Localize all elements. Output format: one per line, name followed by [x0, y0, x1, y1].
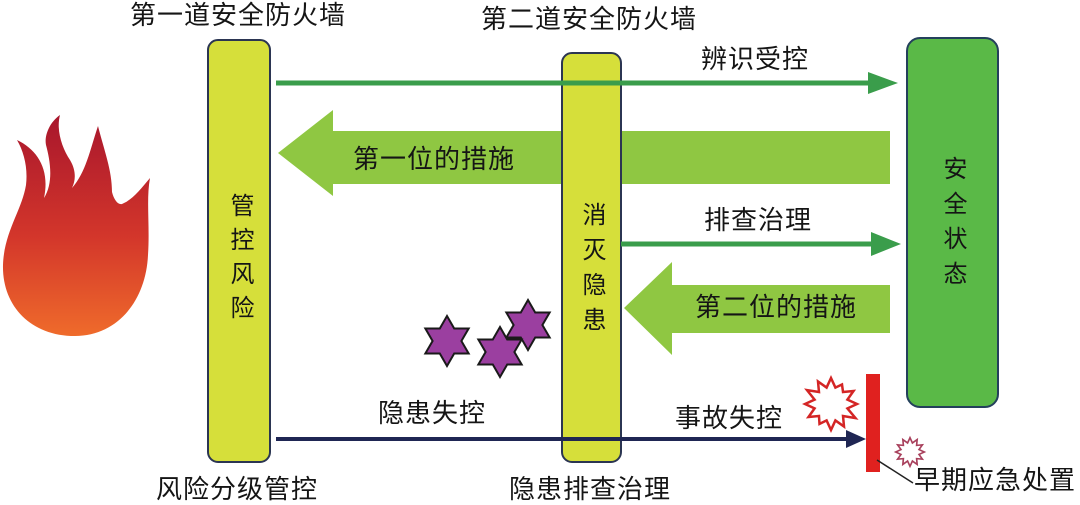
- first-measure-label: 第一位的措施: [353, 145, 516, 175]
- hazard-out-of-control-arrowhead: [846, 430, 866, 448]
- hazard-out-of-control-label: 隐患失控: [378, 399, 487, 429]
- explosion-icon: [802, 375, 860, 433]
- investigate-govern-arrowhead: [871, 232, 901, 256]
- first-pillar-label: 管控风险: [226, 193, 254, 329]
- hazard-star-icon: [423, 313, 471, 369]
- second-firewall-bottom-label: 隐患排查治理: [509, 475, 672, 505]
- second-firewall-title: 第二道安全防火墙: [481, 5, 698, 35]
- first-firewall-bottom-label: 风险分级管控: [156, 475, 319, 505]
- investigate-govern-label: 排查治理: [704, 206, 813, 236]
- first-firewall-title: 第一道安全防火墙: [130, 1, 347, 31]
- emergency-response-label: 早期应急处置: [914, 466, 1077, 496]
- hazard-star-icon: [476, 324, 524, 380]
- identify-control-arrowhead: [868, 72, 898, 94]
- second-pillar-label: 消灭隐患: [578, 202, 606, 342]
- accident-out-of-control-label: 事故失控: [675, 404, 784, 434]
- hazard-star-icon: [504, 297, 552, 353]
- safe-state-label: 安全状态: [939, 156, 967, 296]
- emergency-leader-line: [876, 459, 914, 484]
- second-firewall-pillar: [561, 52, 622, 463]
- second-measure-label: 第二位的措施: [695, 293, 858, 323]
- small-explosion-icon: [893, 435, 927, 469]
- flame-icon: [2, 115, 151, 336]
- second-measure-arrow: [624, 262, 890, 355]
- safe-state-box: [906, 37, 999, 408]
- first-firewall-pillar: [207, 39, 271, 463]
- identify-control-label: 辨识受控: [701, 45, 810, 75]
- emergency-response-bar: [866, 374, 880, 472]
